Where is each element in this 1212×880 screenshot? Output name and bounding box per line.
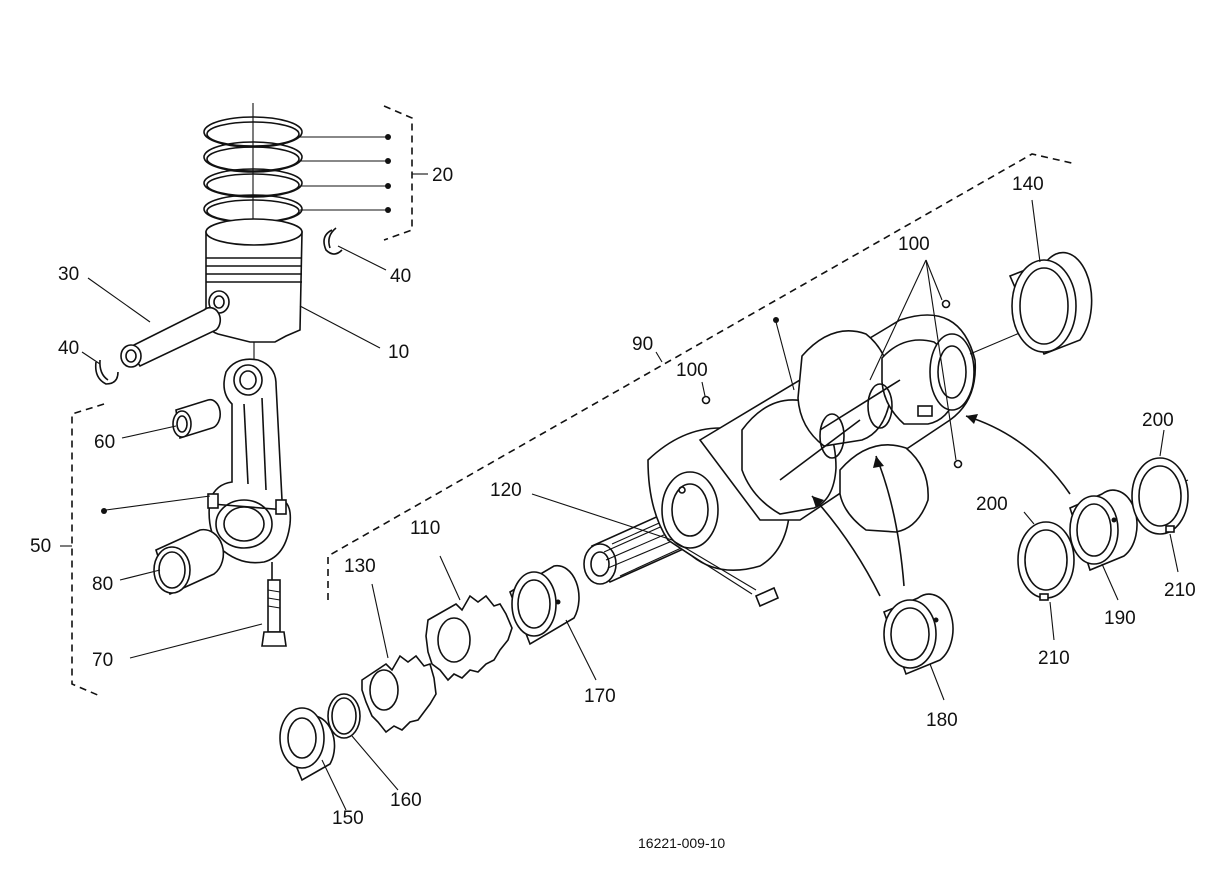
oil-plugs	[701, 259, 963, 469]
callout-100-left: 100	[676, 360, 708, 381]
callout-10: 10	[388, 342, 409, 363]
callout-20: 20	[432, 165, 453, 186]
callout-80: 80	[92, 574, 113, 595]
callout-200-left: 200	[976, 494, 1008, 515]
callout-labels: 20 40 30 10 40 60 50 80 70 90 100 100 14…	[30, 165, 1196, 829]
callout-70: 70	[92, 650, 113, 671]
callout-150: 150	[332, 808, 364, 829]
thrust-bearing	[1069, 489, 1138, 601]
callout-90: 90	[632, 334, 653, 355]
callout-40-left: 40	[58, 338, 79, 359]
callout-190: 190	[1104, 608, 1136, 629]
callout-50: 50	[30, 536, 51, 557]
connecting-rod	[60, 358, 292, 697]
feather-key	[531, 493, 780, 608]
callout-200-right: 200	[1142, 410, 1174, 431]
snap-ring-left	[81, 351, 119, 385]
front-bushing	[509, 564, 597, 681]
snap-ring-right	[323, 227, 387, 271]
callout-40-right: 40	[390, 266, 411, 287]
big-end-bearing	[119, 528, 225, 596]
crank-gear-130	[361, 583, 437, 734]
o-ring	[327, 693, 399, 791]
callout-100-right: 100	[898, 234, 930, 255]
assembly-arrows	[811, 414, 1071, 597]
callout-120: 120	[490, 480, 522, 501]
connecting-rod-bolt	[129, 562, 287, 659]
piston	[205, 218, 381, 360]
callout-130: 130	[344, 556, 376, 577]
callout-110: 110	[410, 518, 440, 539]
callout-160: 160	[390, 790, 422, 811]
collar	[279, 707, 347, 811]
callout-210-left: 210	[1038, 648, 1070, 669]
callout-60: 60	[94, 432, 115, 453]
callout-210-right: 210	[1164, 580, 1196, 601]
crankshaft-assembly-outline	[327, 153, 1077, 600]
small-end-bushing	[121, 398, 221, 440]
callout-170: 170	[584, 686, 616, 707]
crankshaft	[583, 299, 1189, 585]
rear-main-bearing	[1008, 199, 1093, 356]
piston-pin	[87, 277, 222, 368]
main-bearing-180	[882, 593, 954, 701]
crank-gear-110	[425, 555, 513, 682]
callout-30: 30	[58, 264, 79, 285]
figure-code: 16221-009-10	[638, 835, 725, 851]
callout-180: 180	[926, 710, 958, 731]
callout-140: 140	[1012, 174, 1044, 195]
thrust-washers	[1017, 429, 1189, 641]
